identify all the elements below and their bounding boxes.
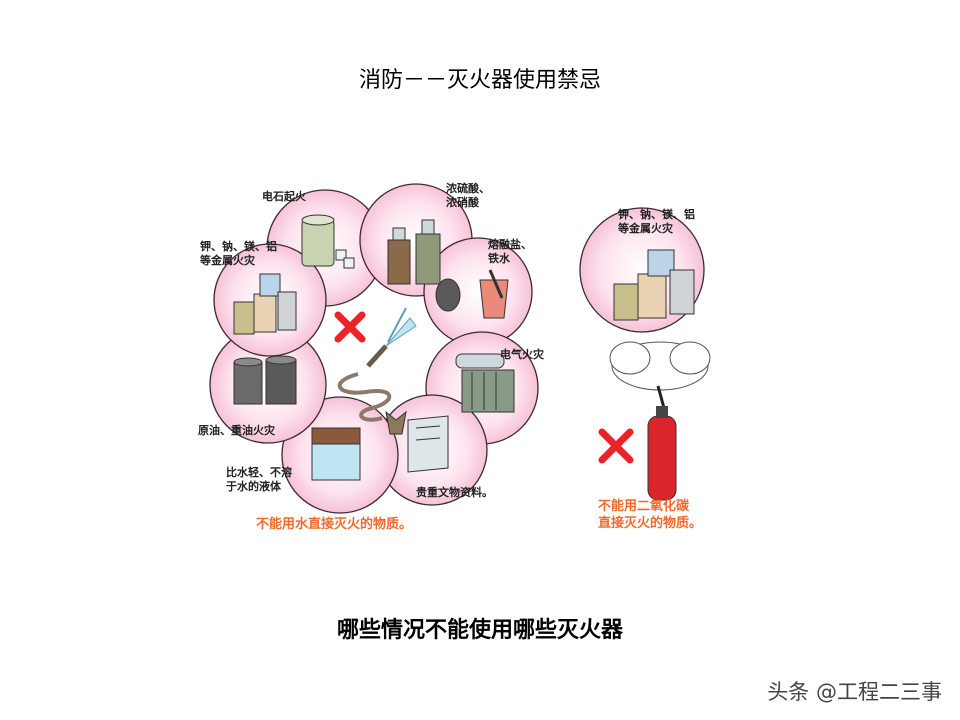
co2-extinguisher-icon — [647, 385, 677, 501]
prohibited-cross-icon — [334, 311, 366, 343]
caption-co2: 不能用二氧化碳 直接灭火的物质。 — [598, 499, 703, 531]
document-book-icon — [407, 415, 449, 473]
label-calcium-carbide: 电石起火 — [262, 190, 306, 203]
fire-extinguisher-illustration — [209, 183, 711, 514]
caption-water: 不能用水直接灭火的物质。 — [256, 517, 413, 532]
label-co2-metals: 钾、钠、镁、铝 等金属火灾 — [618, 208, 695, 235]
label-electrical: 电气火灾 — [500, 348, 544, 361]
carbide-can-icon — [301, 214, 355, 269]
sub-title: 哪些情况不能使用哪些灭火器 — [336, 618, 623, 643]
water-ring — [209, 183, 539, 514]
label-light-liquid: 比水轻、不溶 于水的液体 — [226, 466, 292, 493]
co2-cloud-icon — [609, 341, 711, 391]
label-acids: 浓硫酸、 浓硝酸 — [446, 182, 490, 209]
water-hose-icon — [337, 307, 417, 422]
acid-bottles-icon — [387, 219, 441, 285]
oil-drums-icon — [233, 355, 297, 405]
watermark: 头条 @工程二三事 — [767, 680, 942, 704]
metal-blocks-icon-co2 — [613, 249, 695, 321]
molten-bucket-icon — [435, 269, 509, 319]
label-oil: 原油、重油火灾 — [198, 424, 275, 437]
prohibited-cross-icon-co2 — [598, 428, 634, 464]
label-documents: 贵重文物资料。 — [416, 486, 493, 499]
beaker-icon — [311, 427, 361, 481]
metal-blocks-icon — [233, 273, 297, 335]
label-molten: 熔融盐、 铁水 — [488, 238, 532, 265]
transformer-icon — [455, 353, 515, 413]
main-title: 消防－－灭火器使用禁忌 — [358, 68, 601, 93]
label-metals: 钾、钠、镁、铝 等金属火灾 — [200, 240, 277, 267]
statue-icon — [385, 410, 407, 435]
